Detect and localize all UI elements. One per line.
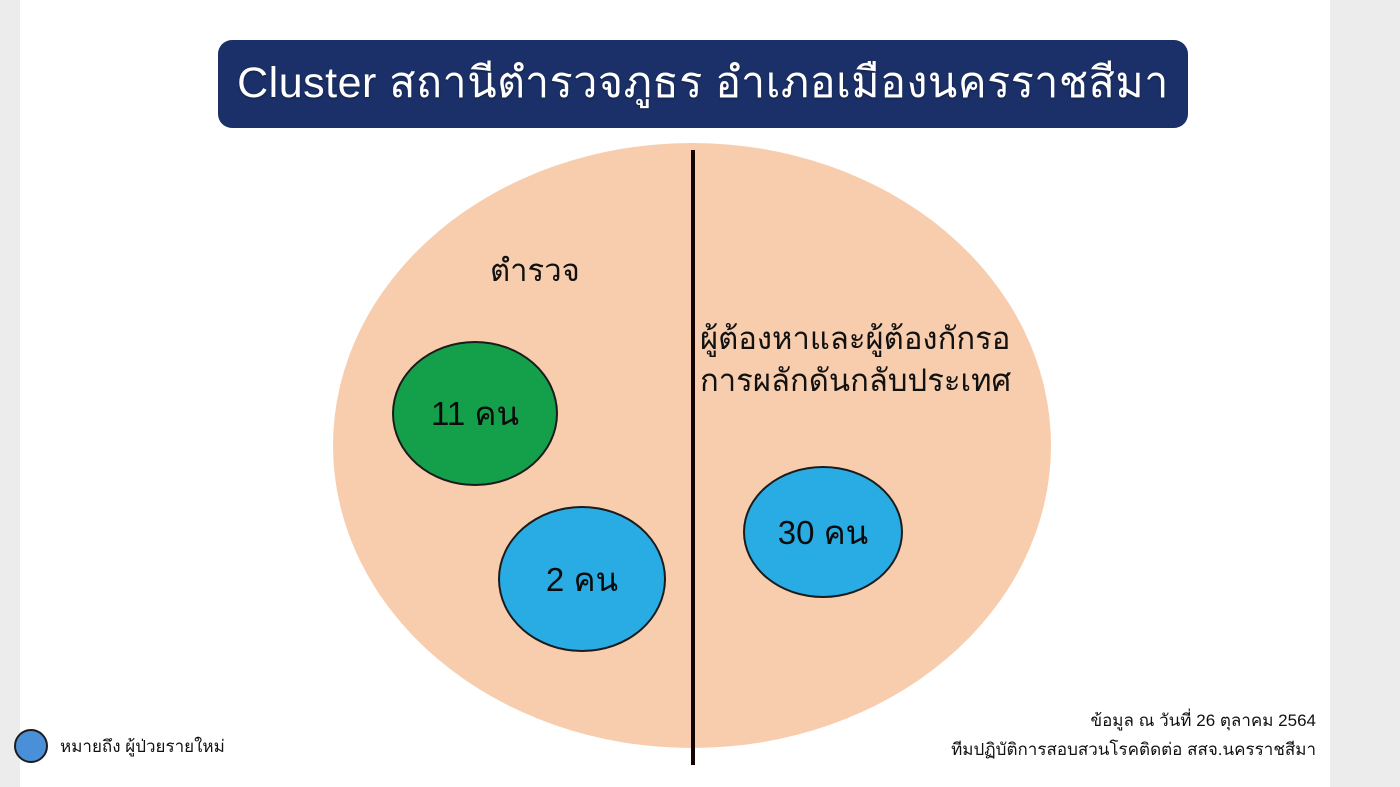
footer-organization: ทีมปฏิบัติการสอบสวนโรคติดต่อ สสจ.นครราชส… xyxy=(951,740,1316,760)
case-bubble-label: 30 คน xyxy=(777,513,869,551)
case-bubble-label: 11 คน xyxy=(430,395,520,432)
footer-data-date: ข้อมูล ณ วันที่ 26 ตุลาคม 2564 xyxy=(1090,710,1316,730)
group-divider-line xyxy=(691,150,695,765)
case-bubble-detainees-new: 30 คน xyxy=(743,466,903,598)
case-bubble-label: 2 คน xyxy=(545,560,619,598)
page-title: Cluster สถานีตำรวจภูธร อำเภอเมืองนครราชส… xyxy=(237,59,1169,108)
group-label-detainees: ผู้ต้องหาและผู้ต้องกักรอ การผลักดันกลับป… xyxy=(700,321,1012,398)
slide-canvas: Cluster สถานีตำรวจภูธร อำเภอเมืองนครราชส… xyxy=(20,0,1330,787)
slide-title-banner: Cluster สถานีตำรวจภูธร อำเภอเมืองนครราชส… xyxy=(218,40,1188,128)
source-footer: ข้อมูล ณ วันที่ 26 ตุลาคม 2564 ทีมปฏิบัต… xyxy=(951,706,1316,766)
legend-label: หมายถึง ผู้ป่วยรายใหม่ xyxy=(60,736,225,756)
group-label-police: ตำรวจ xyxy=(490,253,580,288)
legend: หมายถึง ผู้ป่วยรายใหม่ xyxy=(14,729,225,763)
legend-swatch-new-case-icon xyxy=(14,729,48,763)
case-bubble-police-new: 2 คน xyxy=(498,506,666,652)
case-bubble-police-existing: 11 คน xyxy=(392,341,558,486)
